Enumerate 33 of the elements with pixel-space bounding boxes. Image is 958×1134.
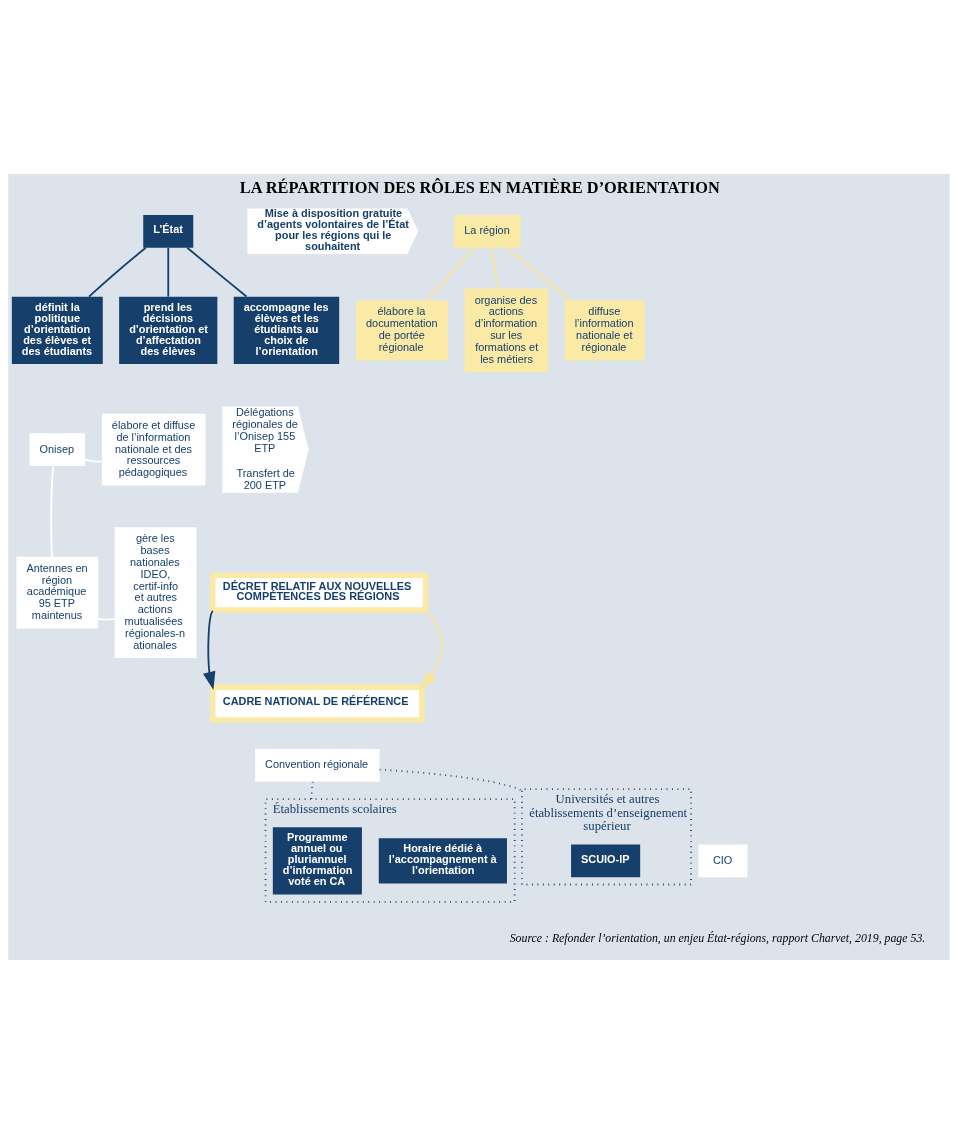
node-box: prend les décisions d’orientation et d’affectation des élèves	[119, 296, 218, 365]
connector	[505, 247, 572, 302]
connector	[378, 768, 523, 792]
node-box: Programme annuel ou pluriannuel d’information voté en CA	[272, 827, 362, 895]
node-box: CIO	[698, 844, 748, 878]
node-box: Convention régionale	[255, 749, 380, 782]
node-box: Horaire dédié à l’accompagnement à l’orientation	[378, 838, 507, 884]
connector	[88, 246, 147, 298]
node-box: gère les bases nationales IDEO, certif-info et autres actions mutualisées régionales-nationales	[114, 527, 197, 659]
connector	[84, 458, 103, 463]
connector	[186, 246, 248, 298]
node-box: SCUIO-IP	[571, 844, 641, 878]
node-box: DÉCRET RELATIF AUX NOUVELLES COMPÉTENCES DES RÉGIONS	[210, 572, 429, 613]
connector	[167, 246, 170, 298]
node-box: accompagne les élèves et les étudiants au choix de l’orientation	[233, 296, 340, 365]
connector	[426, 246, 475, 302]
node-box: élabore et diffuse de l’information nationale et des ressources pédagogiques	[101, 413, 206, 486]
node-box: élabore la documentation de portée régionale	[356, 300, 448, 361]
node-box: définit la politique d’orientation des élèves et des étudiants	[11, 296, 103, 365]
node-box: La région	[454, 214, 521, 248]
node-box: diffuse l’information nationale et régionale	[564, 300, 645, 361]
node-box: L’État	[143, 214, 194, 248]
caption: Source : Refonder l’orientation, un enjeu État-régions, rapport Charvet, 2019, page 53.	[509, 931, 926, 946]
node-box: Onisep	[29, 433, 86, 467]
node-box: CADRE NATIONAL DE RÉFÉRENCE	[210, 684, 425, 723]
node-box: organise des actions d’information sur les formations et les métiers	[464, 288, 549, 373]
connector	[50, 465, 55, 558]
connector	[489, 246, 500, 290]
arrow	[203, 609, 216, 690]
connector	[97, 617, 116, 621]
diagram-title: LA RÉPARTITION DES RÔLES EN MATIÈRE D’ORIENTATION	[239, 178, 720, 198]
node-box: Antennes en région académique 95 ETP maintenus	[16, 556, 99, 629]
arrow	[420, 609, 443, 690]
